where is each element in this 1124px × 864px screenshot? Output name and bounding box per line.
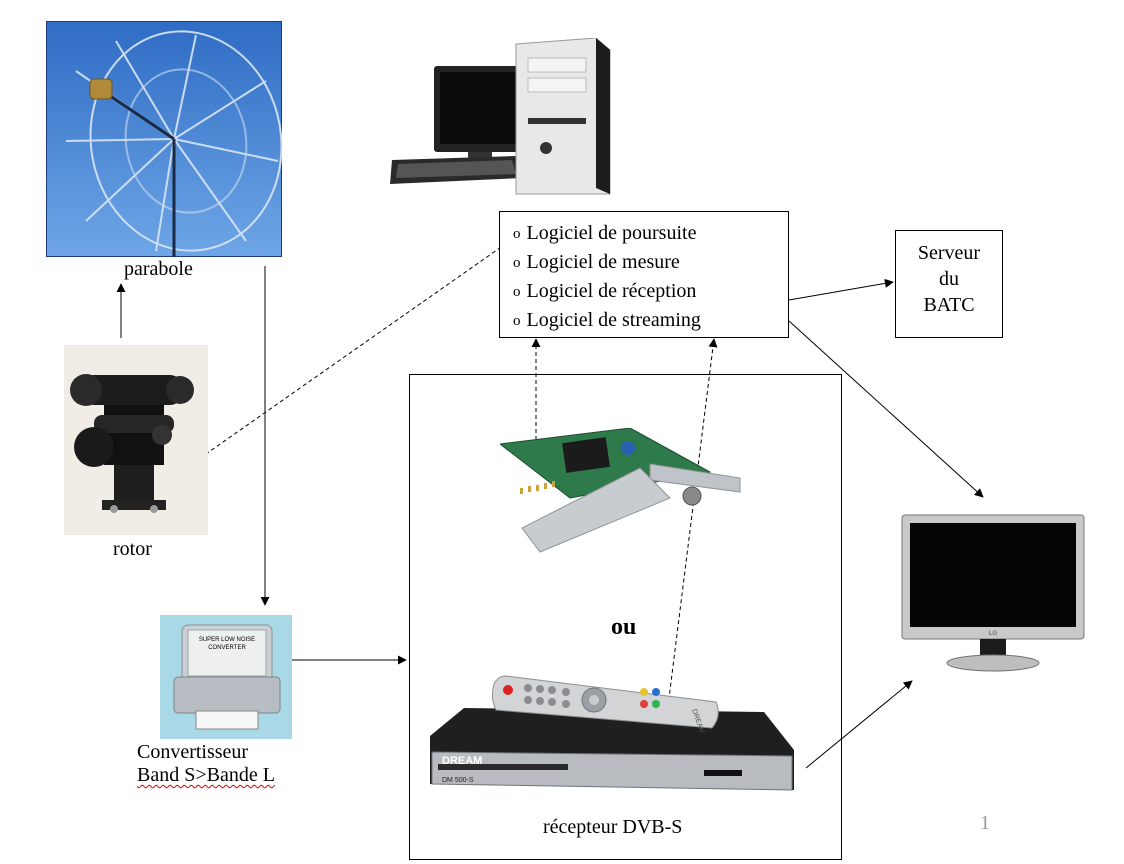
page-number: 1	[980, 812, 990, 834]
server-box: Serveur du BATC	[895, 230, 1003, 338]
server-line2: du	[939, 268, 959, 290]
arrow-software-to-server	[788, 278, 894, 301]
bullet-icon: o	[513, 226, 521, 242]
bullet-icon: o	[513, 313, 521, 329]
arrow-receiver-to-monitor	[805, 680, 913, 769]
pci-card-image	[500, 428, 741, 553]
receiver-image: DREAM DM 500-S	[430, 708, 794, 791]
converter-label-line2: Band S>Bande L	[137, 764, 275, 786]
software-item-label: Logiciel de mesure	[526, 251, 680, 273]
software-item-label: Logiciel de poursuite	[526, 222, 697, 244]
rotor-image	[64, 345, 208, 535]
rotor-label: rotor	[113, 538, 152, 560]
bullet-icon: o	[513, 255, 521, 271]
receiver-label: récepteur DVB-S	[543, 816, 683, 838]
software-item-label: Logiciel de streaming	[526, 309, 701, 331]
receiver-brand-text: DREAM	[442, 755, 482, 767]
receiver-model-text: DM 500-S	[442, 777, 474, 784]
server-line3: BATC	[923, 294, 975, 316]
converter-label-line1: Convertisseur	[137, 741, 249, 763]
converter-text-2: CONVERTER	[208, 645, 246, 651]
dish-label: parabole	[124, 258, 193, 280]
monitor-image: LG	[901, 514, 1085, 672]
dish-image	[46, 21, 282, 257]
arrow-software-to-rotor	[195, 230, 525, 462]
software-item-label: Logiciel de réception	[526, 280, 697, 302]
converter-image: SUPER LOW NOISE CONVERTER	[160, 615, 292, 739]
remote-image: DREAM	[491, 675, 719, 732]
bullet-icon: o	[513, 284, 521, 300]
computer-image	[390, 38, 611, 195]
ou-label: ou	[611, 614, 637, 640]
arrow-software-to-monitor	[788, 320, 984, 498]
server-line1: Serveur	[917, 242, 981, 264]
converter-label: Convertisseur Band S>Bande L	[137, 741, 275, 787]
software-item-mesure: o Logiciel de mesure	[513, 249, 788, 278]
monitor-brand-text: LG	[989, 631, 997, 637]
converter-text-1: SUPER LOW NOISE	[199, 637, 255, 643]
receiver-group-box	[409, 374, 842, 860]
software-item-streaming: o Logiciel de streaming	[513, 307, 788, 336]
software-item-poursuite: o Logiciel de poursuite	[513, 220, 788, 249]
software-item-reception: o Logiciel de réception	[513, 278, 788, 307]
